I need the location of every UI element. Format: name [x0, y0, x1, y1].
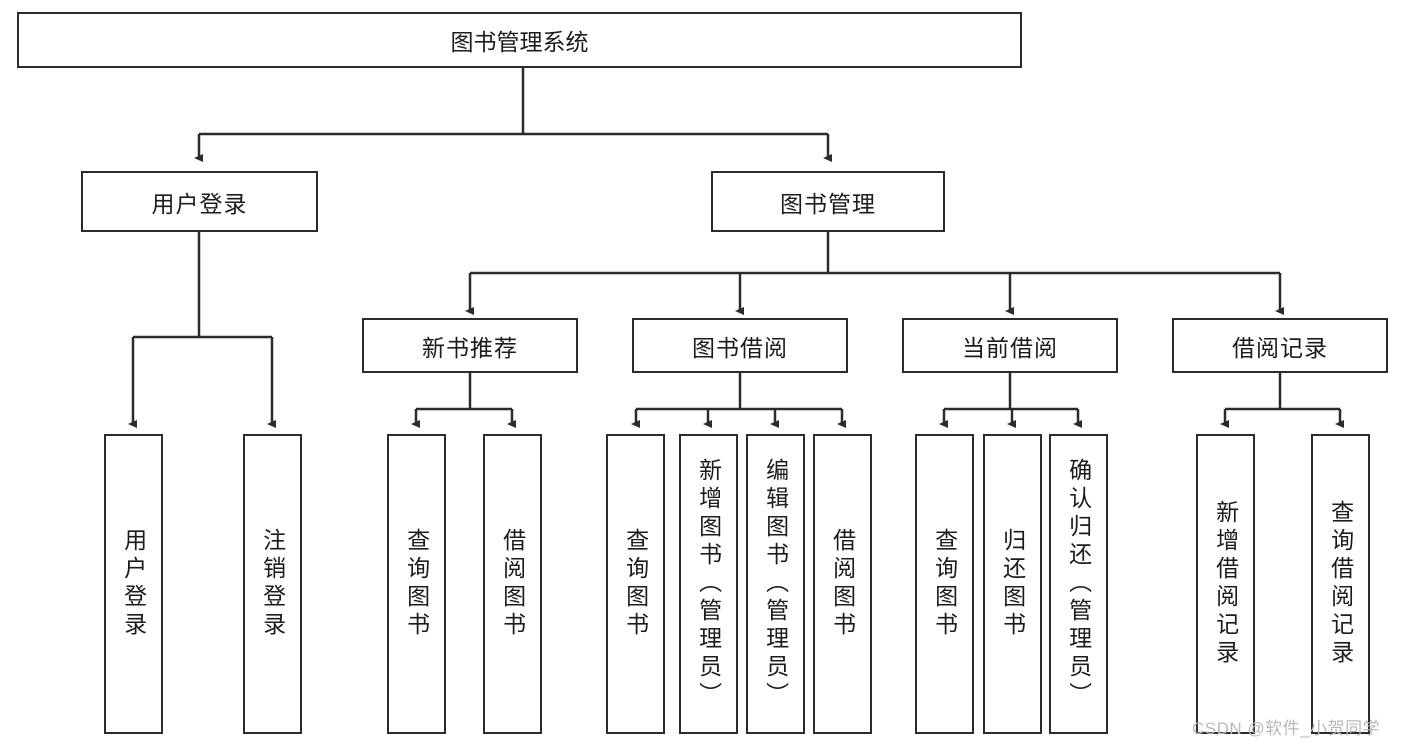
node-label: 归还图书 [999, 528, 1026, 640]
node-label: 新增借阅记录 [1212, 500, 1239, 668]
node-leaf-query-book-current[interactable]: 查询图书 [915, 434, 974, 734]
node-label: 查询图书 [403, 528, 430, 640]
node-current-borrow[interactable]: 当前借阅 [902, 318, 1118, 373]
node-root-book-management-system[interactable]: 图书管理系统 [17, 12, 1022, 68]
node-leaf-borrow-book[interactable]: 借阅图书 [813, 434, 872, 734]
node-leaf-logout[interactable]: 注销登录 [243, 434, 302, 734]
node-book-borrow[interactable]: 图书借阅 [632, 318, 848, 373]
node-leaf-query-borrow-record[interactable]: 查询借阅记录 [1311, 434, 1370, 734]
node-label: 查询图书 [931, 528, 958, 640]
node-label: 借阅图书 [499, 528, 526, 640]
node-label: 查询借阅记录 [1327, 500, 1354, 668]
node-label: 查询图书 [622, 528, 649, 640]
node-user-login[interactable]: 用户登录 [81, 171, 318, 232]
node-label: 图书借阅 [692, 334, 788, 361]
node-label: 新增图书（管理员） [695, 458, 722, 710]
node-leaf-add-borrow-record[interactable]: 新增借阅记录 [1196, 434, 1255, 734]
node-leaf-add-book-admin[interactable]: 新增图书（管理员） [679, 434, 738, 734]
node-borrow-record[interactable]: 借阅记录 [1172, 318, 1388, 373]
node-leaf-query-book-recommend[interactable]: 查询图书 [387, 434, 446, 734]
node-label: 编辑图书（管理员） [762, 458, 789, 710]
node-leaf-edit-book-admin[interactable]: 编辑图书（管理员） [746, 434, 805, 734]
node-leaf-query-book-borrow[interactable]: 查询图书 [606, 434, 665, 734]
node-book-management[interactable]: 图书管理 [711, 171, 945, 232]
node-leaf-user-login[interactable]: 用户登录 [104, 434, 163, 734]
node-label: 用户登录 [120, 528, 147, 640]
node-label: 用户登录 [151, 190, 248, 217]
node-label: 借阅图书 [829, 528, 856, 640]
node-label: 借阅记录 [1232, 334, 1328, 361]
node-label: 注销登录 [259, 528, 286, 640]
watermark: CSDN @软件_小贺同学 [1192, 719, 1381, 738]
node-label: 新书推荐 [422, 334, 518, 361]
node-label: 图书管理系统 [450, 29, 589, 55]
node-leaf-return-book[interactable]: 归还图书 [983, 434, 1042, 734]
node-leaf-confirm-return-admin[interactable]: 确认归还（管理员） [1049, 434, 1108, 734]
node-label: 当前借阅 [962, 334, 1058, 361]
node-label: 图书管理 [780, 190, 876, 217]
node-leaf-borrow-book-recommend[interactable]: 借阅图书 [483, 434, 542, 734]
node-new-book-recommend[interactable]: 新书推荐 [362, 318, 578, 373]
node-label: 确认归还（管理员） [1065, 458, 1092, 710]
